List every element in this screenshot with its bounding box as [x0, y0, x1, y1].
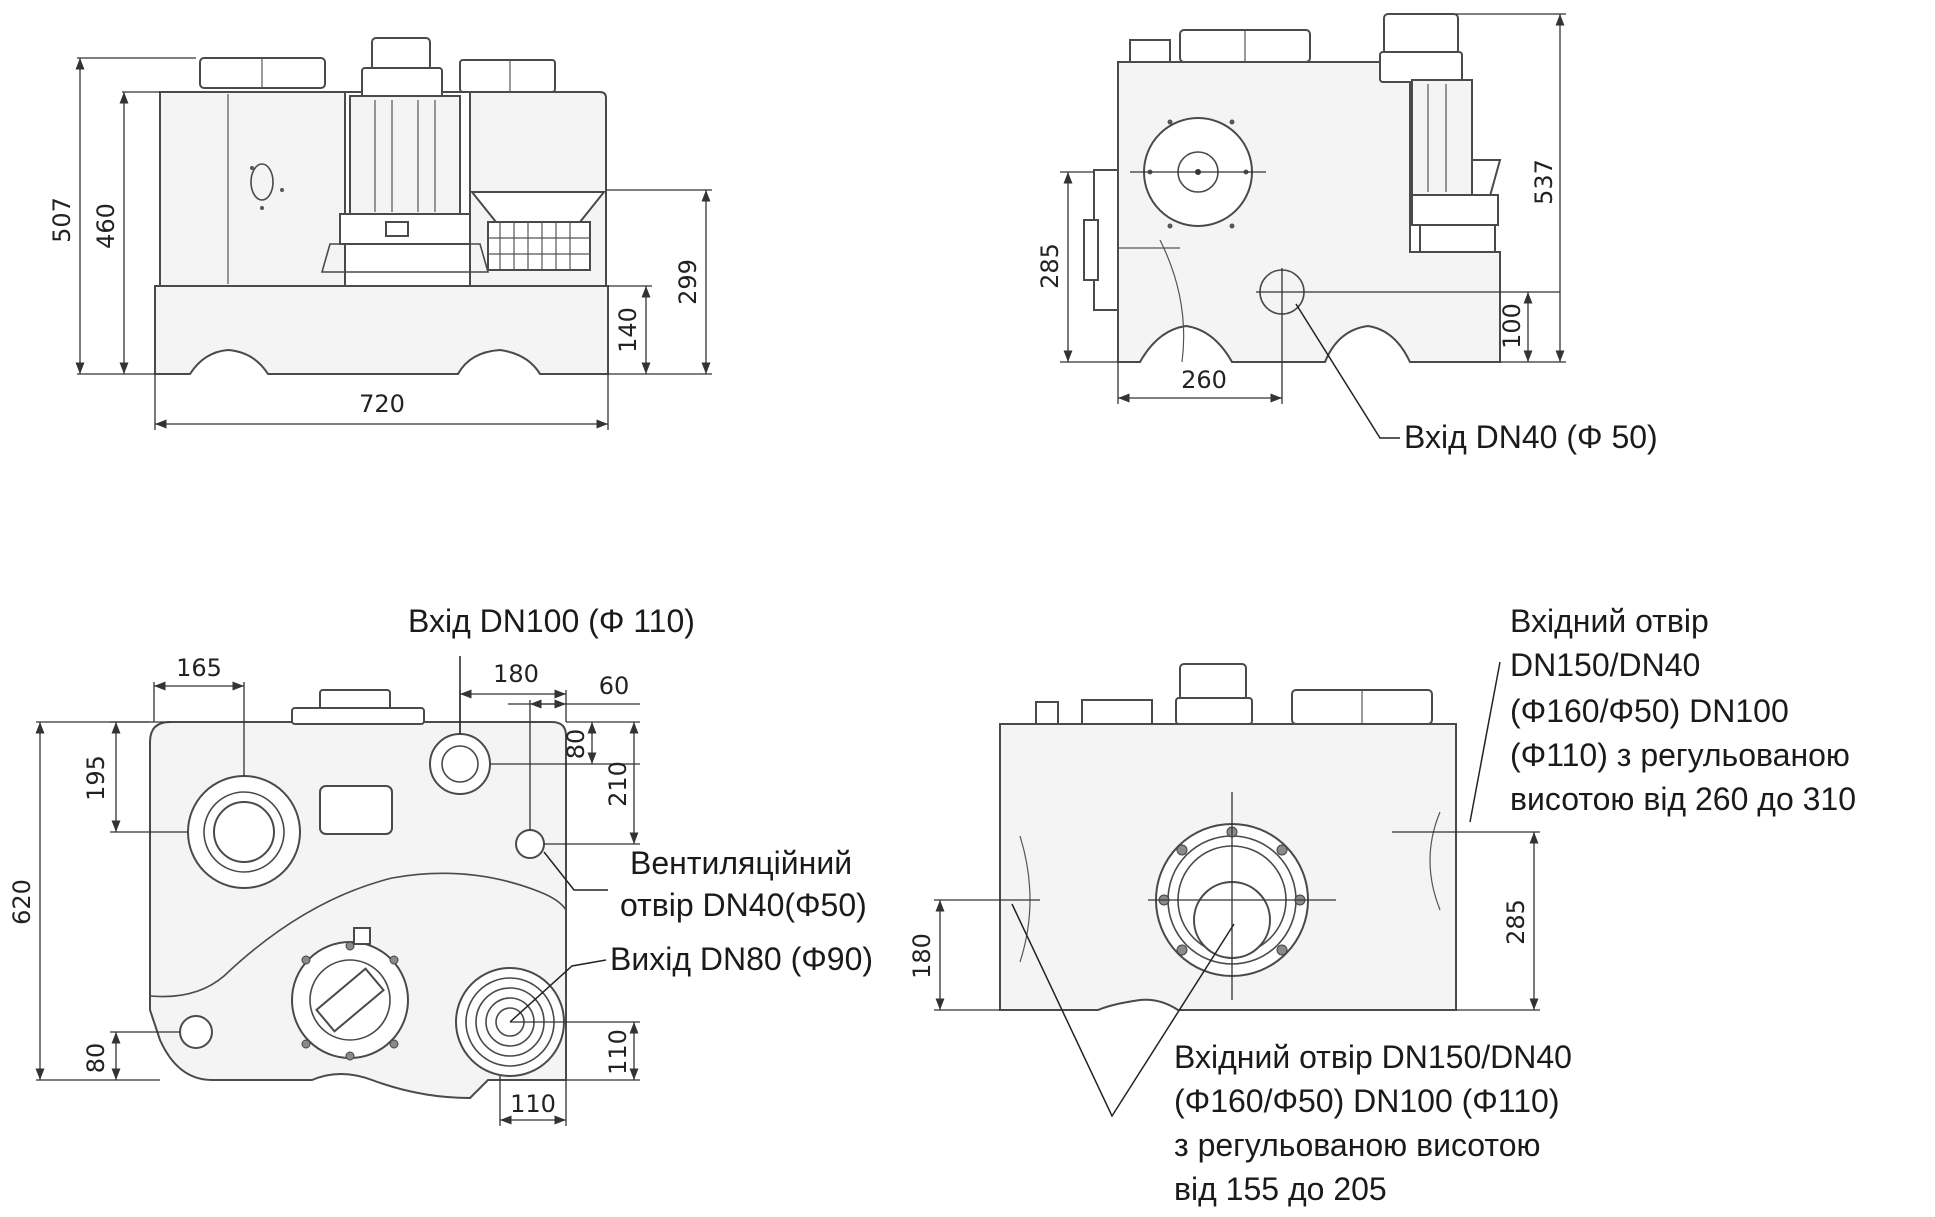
dim-side-flange-height: 285: [1036, 243, 1064, 289]
top-outlet-label: Вихід DN80 (Φ90): [610, 941, 873, 977]
side-inlet-label: Вхід DN40 (Φ 50): [1404, 419, 1658, 455]
top-large-inlet: [187, 775, 301, 889]
rear-side-label-line5: висотою від 260 до 310: [1510, 781, 1856, 817]
dim-top-80: 80: [562, 729, 590, 760]
dim-top-80-bottom: 80: [82, 1043, 110, 1074]
dim-top-620: 620: [8, 879, 36, 925]
dim-side-inlet-offset: 260: [1181, 366, 1227, 394]
rear-bottom-label-line1: Вхідний отвір DN150/DN40: [1174, 1039, 1572, 1075]
rear-bottom-label-line4: від 155 до 205: [1174, 1171, 1387, 1207]
dim-rear-180: 180: [908, 933, 936, 979]
front-pump-motor: [320, 37, 490, 273]
dim-top-165: 165: [176, 654, 222, 682]
dim-front-base-height: 140: [614, 307, 642, 353]
dim-front-height-tank: 460: [92, 203, 120, 249]
side-view: 537 285 100 260 Вхід DN40 (Φ 50): [1036, 13, 1658, 455]
rear-view: 180 285 Вхідний отвір DN150/DN40 (Φ160/Φ…: [908, 603, 1856, 1207]
rear-bottom-label-line3: з регульованою висотою: [1174, 1127, 1540, 1163]
dim-top-180: 180: [493, 660, 539, 688]
front-view: 507 460 299 140 720: [48, 37, 712, 430]
dim-rear-285: 285: [1502, 899, 1530, 945]
dim-side-inlet-height: 100: [1498, 303, 1526, 349]
side-pump-motor: [1379, 13, 1502, 253]
rear-side-label-line3: (Φ160/Φ50) DN100: [1510, 693, 1789, 729]
rear-side-label-line4: (Φ110) з регульованою: [1510, 737, 1850, 773]
top-vent-label-line2: отвір DN40(Φ50): [620, 887, 867, 923]
top-vent-label-line1: Вентиляційний: [630, 845, 852, 881]
dim-top-110-horizontal: 110: [510, 1090, 556, 1118]
rear-side-label-line2: DN150/DN40: [1510, 647, 1700, 683]
top-inlet-label: Вхід DN100 (Φ 110): [408, 603, 695, 639]
front-inlet-basket: [469, 191, 607, 271]
dim-top-110-vertical: 110: [604, 1029, 632, 1075]
dim-front-inlet-height: 299: [674, 259, 702, 305]
top-pump-flange: [291, 927, 409, 1061]
front-inspection-port: [250, 163, 274, 201]
front-base: [154, 285, 609, 375]
dim-top-210: 210: [604, 761, 632, 807]
dim-side-height: 537: [1530, 159, 1558, 205]
rear-side-label-line1: Вхідний отвір: [1510, 603, 1709, 639]
top-view: 165 195 180 60 80 210 620 80 110 110 Вхі…: [8, 603, 873, 1126]
dim-front-width: 720: [359, 390, 405, 418]
top-dn100-inlet: [429, 733, 491, 795]
top-vent-hole: [515, 829, 545, 859]
top-inspection-cover: [319, 785, 393, 835]
rear-bottom-label-line2: (Φ160/Φ50) DN100 (Φ110): [1174, 1083, 1560, 1119]
dim-top-195: 195: [82, 755, 110, 801]
dim-top-60: 60: [599, 672, 630, 700]
dim-front-height-total: 507: [48, 197, 76, 243]
